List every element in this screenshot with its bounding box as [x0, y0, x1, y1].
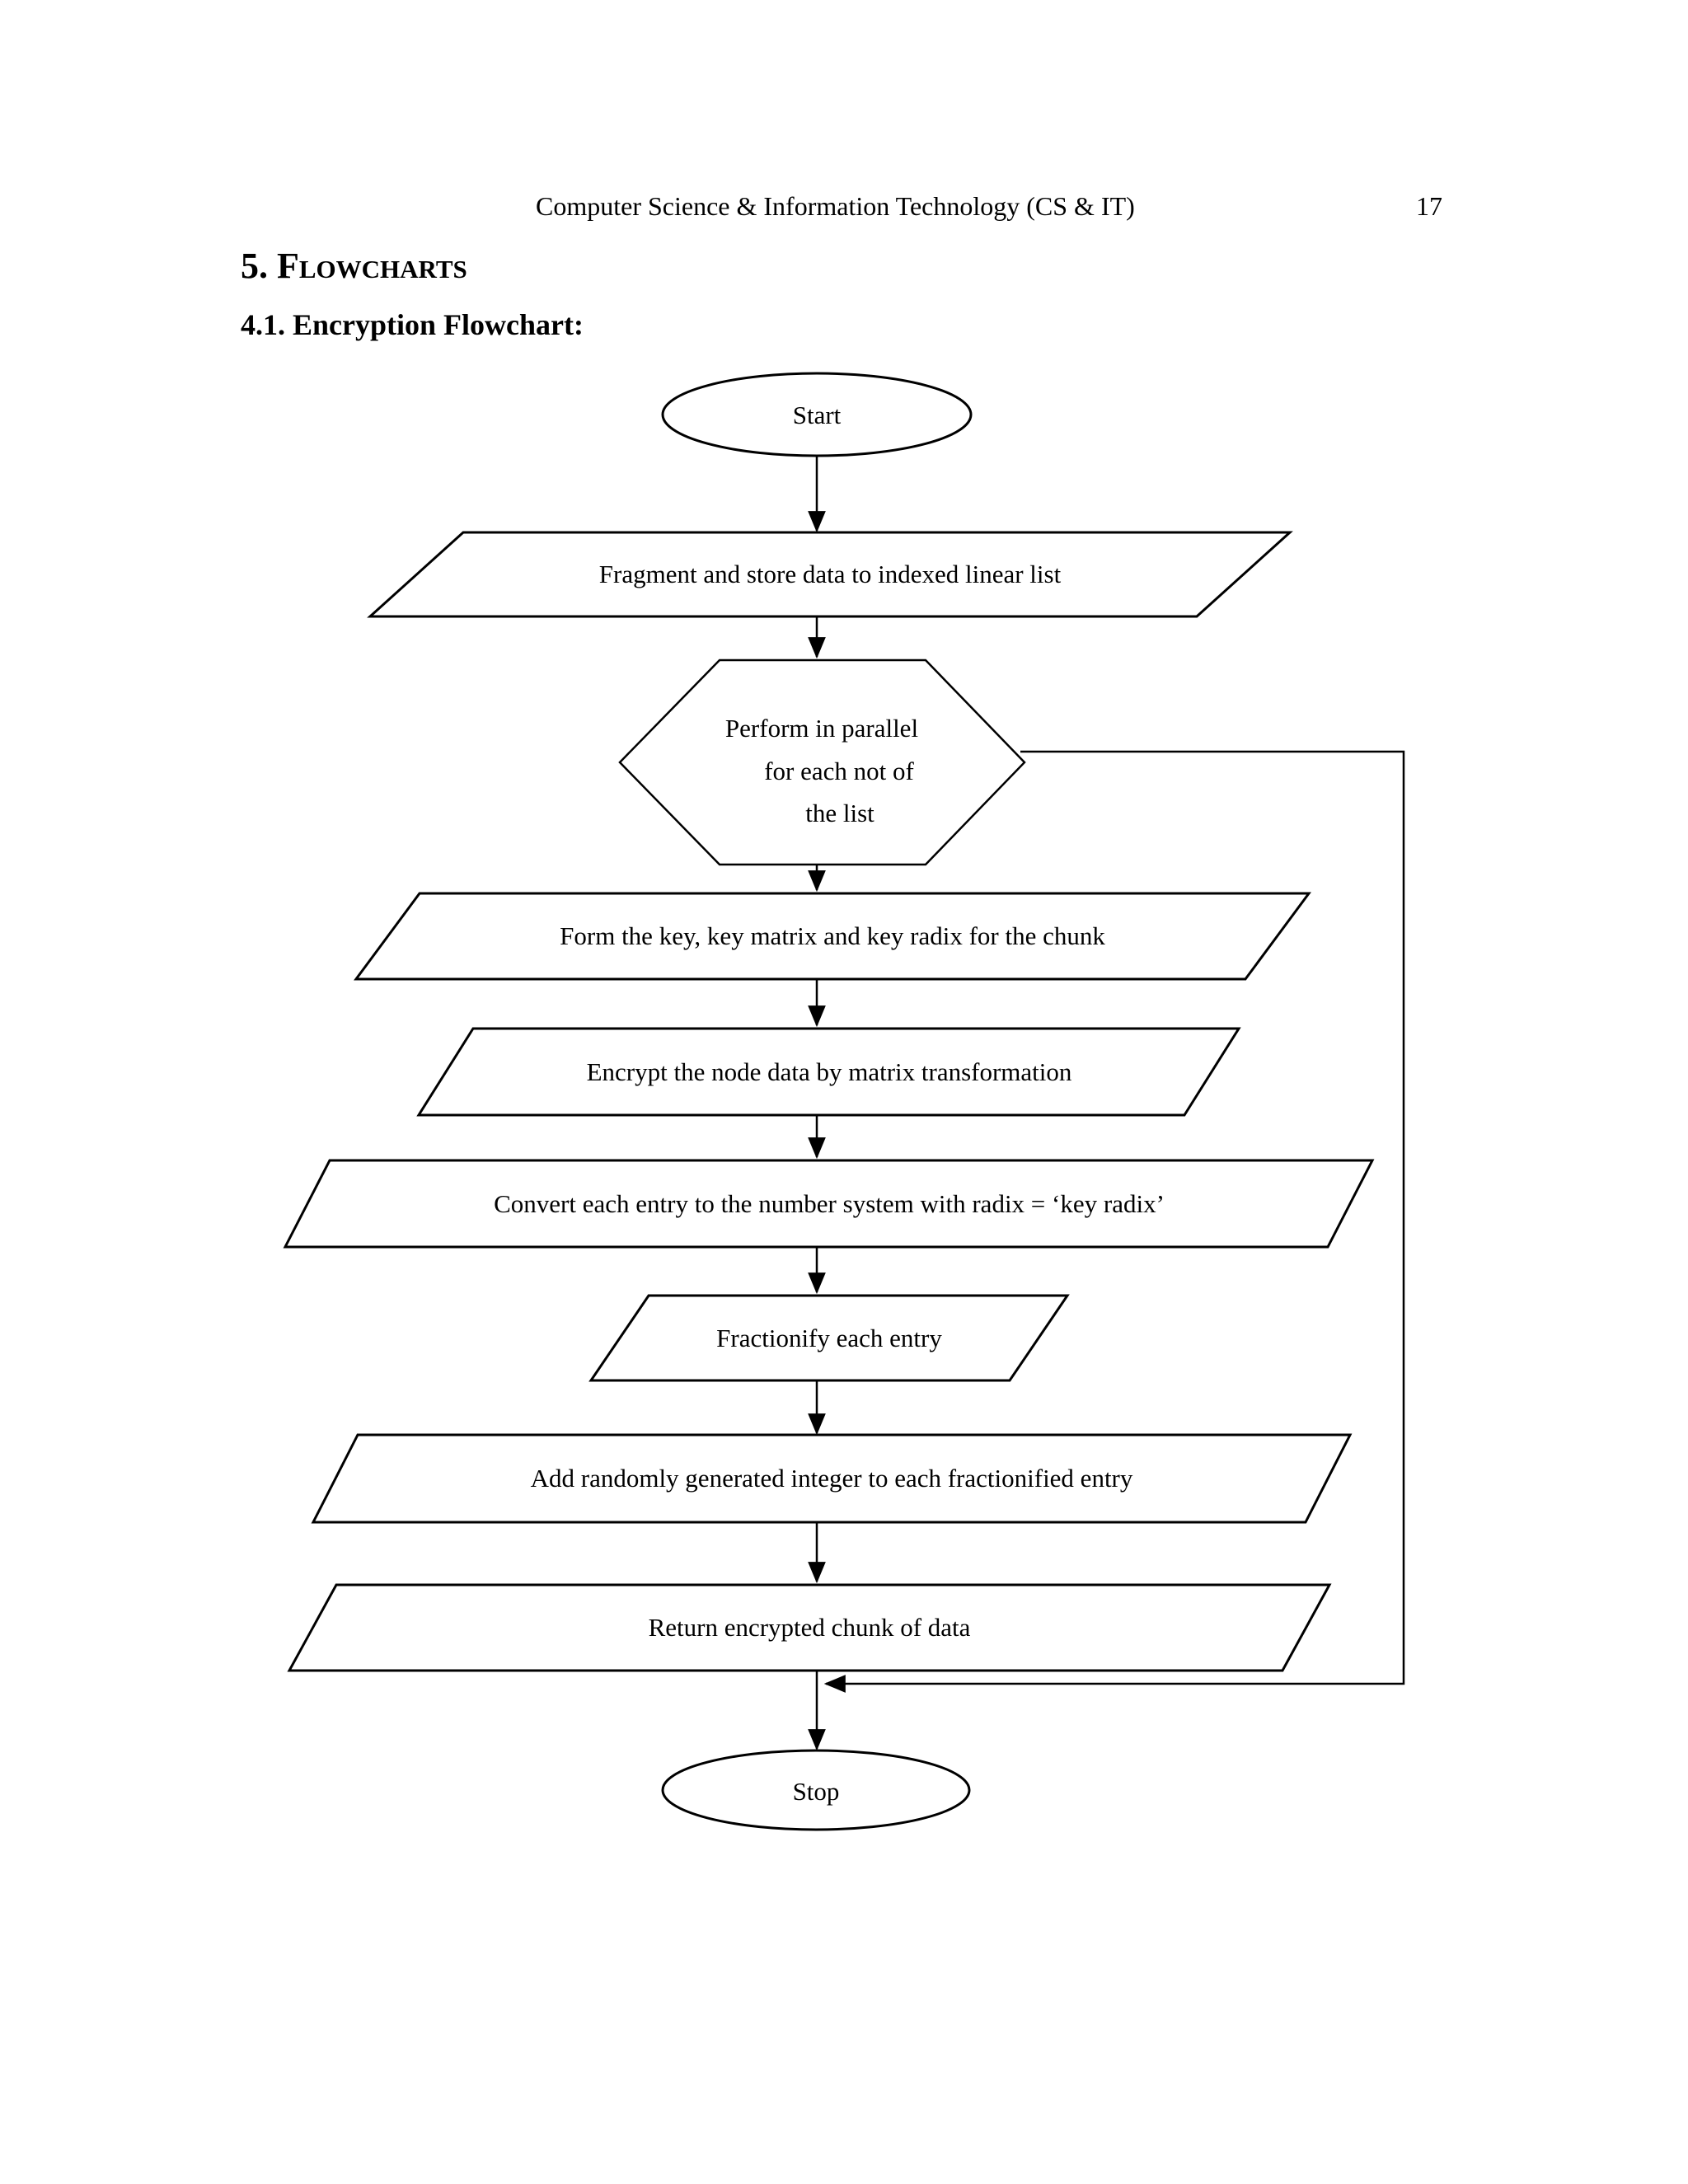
stop-terminator: Stop [661, 1749, 971, 1831]
step-fractionify: Fractionify each entry [588, 1294, 1070, 1382]
parallel-hexagon [618, 658, 1026, 866]
step-parallelogram-3 [416, 1027, 1241, 1117]
step-label-1: Fragment and store data to indexed linea… [599, 560, 1062, 588]
parallel-hexagon-node: Perform in parallel for each not of the … [618, 658, 1026, 866]
step-fragment-data: Fragment and store data to indexed linea… [367, 531, 1293, 618]
step-parallelogram-4 [283, 1159, 1375, 1249]
step-convert-entries: Convert each entry to the number system … [283, 1159, 1375, 1249]
start-label: Start [793, 401, 842, 429]
step-parallelogram-1 [367, 531, 1293, 618]
hexagon-label-line-1: Perform in parallel [725, 714, 918, 743]
step-label-3: Encrypt the node data by matrix transfor… [587, 1057, 1072, 1086]
stop-ellipse [661, 1749, 971, 1831]
step-label-5: Fractionify each entry [716, 1324, 942, 1352]
step-parallelogram-5 [588, 1294, 1070, 1382]
step-label-6: Add randomly generated integer to each f… [531, 1464, 1133, 1493]
step-parallelogram-2 [354, 892, 1311, 981]
hexagon-label-line-3: the list [805, 799, 874, 827]
step-label-4: Convert each entry to the number system … [494, 1189, 1165, 1218]
page-number: 17 [1416, 191, 1442, 221]
step-form-key: Form the key, key matrix and key radix f… [354, 892, 1311, 981]
step-return-encrypted-chunk: Return encrypted chunk of data [287, 1583, 1332, 1672]
running-header-title: Computer Science & Information Technolog… [536, 191, 1135, 221]
hexagon-label-line-2: for each not of [764, 757, 914, 785]
step-label-7: Return encrypted chunk of data [649, 1613, 971, 1642]
stop-label: Stop [793, 1777, 840, 1806]
subsection-title: 4.1. Encryption Flowchart: [241, 308, 584, 341]
step-encrypt-node-data: Encrypt the node data by matrix transfor… [416, 1027, 1241, 1117]
loop-return-line [823, 750, 1405, 1693]
step-parallelogram-7 [287, 1583, 1332, 1672]
section-title: 5. Flowcharts [241, 246, 467, 286]
step-label-2: Form the key, key matrix and key radix f… [560, 921, 1105, 950]
step-add-random-integer: Add randomly generated integer to each f… [311, 1433, 1353, 1524]
step-parallelogram-6 [311, 1433, 1353, 1524]
start-terminator: Start [661, 372, 973, 457]
